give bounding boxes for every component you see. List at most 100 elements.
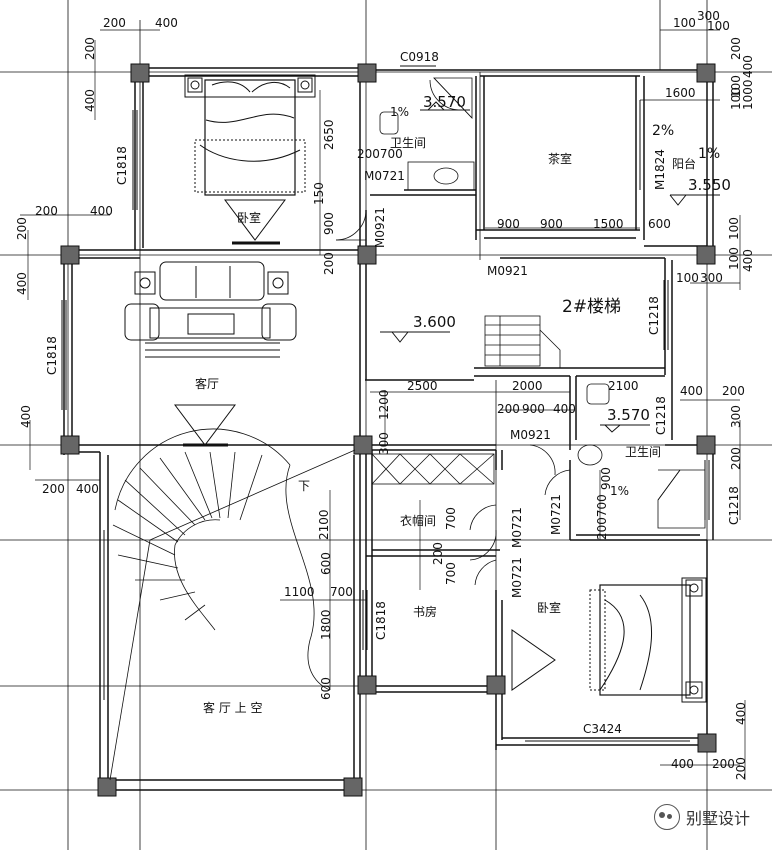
slope-balcony-b: 1% bbox=[698, 146, 720, 162]
walls bbox=[63, 67, 714, 791]
slope-balcony-a: 2% bbox=[652, 123, 674, 139]
dim: 200 bbox=[15, 217, 29, 240]
bed-right bbox=[589, 577, 707, 703]
code-c1818-b: C1818 bbox=[45, 336, 59, 375]
dim: 600 bbox=[648, 217, 671, 231]
dim: 200 bbox=[729, 37, 743, 60]
code-c1218-b: C1218 bbox=[654, 396, 668, 435]
dim: 1600 bbox=[665, 86, 696, 100]
dim-lines bbox=[20, 29, 746, 780]
dim: 400 bbox=[671, 757, 694, 771]
dim: 2100 bbox=[317, 509, 331, 540]
main-stair bbox=[109, 428, 356, 781]
dim: 150 bbox=[312, 182, 326, 205]
dim: 600 bbox=[319, 552, 333, 575]
level-balcony: 3.550 bbox=[688, 176, 731, 194]
dim: 400 bbox=[15, 272, 29, 295]
room-label-study: 书房 bbox=[413, 604, 437, 619]
room-label-balcony: 阳台 bbox=[672, 156, 696, 171]
watermark: 别墅设计 bbox=[653, 804, 750, 830]
dim: 400 bbox=[155, 16, 178, 30]
room-label-cloak: 衣帽间 bbox=[400, 513, 436, 528]
watermark-text: 别墅设计 bbox=[685, 809, 750, 828]
code-m0721-b: M0721 bbox=[549, 494, 563, 535]
dim: 700 bbox=[444, 507, 458, 530]
dim: 900 bbox=[497, 217, 520, 231]
dim: 100 bbox=[729, 75, 743, 98]
code-m0721-c: M0721 bbox=[510, 507, 524, 548]
dim: 300 bbox=[700, 271, 723, 285]
dim: 200 bbox=[497, 402, 520, 416]
code-c3424: C3424 bbox=[583, 722, 622, 736]
room-label-living-void: 客 厅 上 空 bbox=[203, 700, 262, 715]
wechat-icon bbox=[653, 804, 680, 830]
code-m0921-c: M0921 bbox=[510, 428, 551, 442]
dim: 200 bbox=[35, 204, 58, 218]
dim: 1100 bbox=[284, 585, 315, 599]
dim: 900 bbox=[322, 212, 336, 235]
dim: 200 bbox=[431, 542, 445, 565]
code-c1818-c: C1818 bbox=[374, 601, 388, 640]
dim: 900 bbox=[522, 402, 545, 416]
code-c1818-a: C1818 bbox=[115, 146, 129, 185]
code-c1218-c: C1218 bbox=[727, 486, 741, 525]
level-marks bbox=[380, 101, 720, 433]
dim: 400 bbox=[741, 249, 755, 272]
dim: 400 bbox=[741, 55, 755, 78]
slope-bath-top: 1% bbox=[390, 105, 409, 119]
dim: 400 bbox=[734, 702, 748, 725]
dim: 600 bbox=[319, 677, 333, 700]
dim: 400 bbox=[680, 384, 703, 398]
bath-right-fixtures bbox=[577, 383, 706, 529]
level-bath-right: 3.570 bbox=[607, 406, 650, 424]
dim: 200700 bbox=[595, 494, 609, 540]
dim: 100 bbox=[727, 247, 741, 270]
dim: 400 bbox=[19, 405, 33, 428]
dim: 400 bbox=[553, 402, 576, 416]
code-c1218-a: C1218 bbox=[647, 296, 661, 335]
room-label-bedroom-right: 卧室 bbox=[537, 600, 561, 615]
room-label-tea-room: 茶室 bbox=[548, 151, 572, 166]
dim: 200 bbox=[722, 384, 745, 398]
dim: 1200 bbox=[377, 389, 391, 420]
room-label-stair-2: 2#楼梯 bbox=[562, 297, 621, 317]
dim: 200 bbox=[322, 252, 336, 275]
dim: 700 bbox=[444, 562, 458, 585]
dim: 1800 bbox=[319, 609, 333, 640]
columns bbox=[60, 63, 717, 797]
code-m0921-a: M0921 bbox=[373, 207, 387, 248]
slope-bath-right: 1% bbox=[610, 484, 629, 498]
dim: 2650 bbox=[322, 119, 336, 150]
dim: 2100 bbox=[608, 379, 639, 393]
room-label-bedroom-top: 卧室 bbox=[237, 210, 261, 225]
stair-down-label: 下 bbox=[298, 479, 310, 493]
code-m0921-b: M0921 bbox=[487, 264, 528, 278]
code-m1824: M1824 bbox=[653, 149, 667, 190]
dim: 300 bbox=[697, 9, 720, 23]
dim: 100 bbox=[729, 87, 743, 110]
dim: 200700 bbox=[357, 147, 403, 161]
dim: 400 bbox=[90, 204, 113, 218]
level-hall: 3.600 bbox=[413, 313, 456, 331]
dim: 900 bbox=[540, 217, 563, 231]
dim: 100 bbox=[673, 16, 696, 30]
dim: 100 bbox=[727, 217, 741, 240]
code-m0721-d: M0721 bbox=[510, 557, 524, 598]
bath-top-fixtures bbox=[379, 77, 475, 191]
dim: 400 bbox=[83, 89, 97, 112]
dim: 200 bbox=[734, 757, 748, 780]
wardrobe bbox=[371, 453, 495, 485]
dim: 100 bbox=[707, 19, 730, 33]
room-label-bath-top: 卫生间 bbox=[390, 136, 426, 150]
code-m0721-a: M0721 bbox=[364, 169, 405, 183]
dim: 200 bbox=[712, 757, 735, 771]
dim: 100 bbox=[676, 271, 699, 285]
dim: 900 bbox=[599, 467, 613, 490]
dim: 1500 bbox=[593, 217, 624, 231]
sofa bbox=[124, 261, 297, 358]
code-c0918: C0918 bbox=[400, 50, 439, 64]
dim: 2000 bbox=[512, 379, 543, 393]
level-bath-top: 3.570 bbox=[423, 93, 466, 111]
stair-2 bbox=[484, 315, 561, 368]
